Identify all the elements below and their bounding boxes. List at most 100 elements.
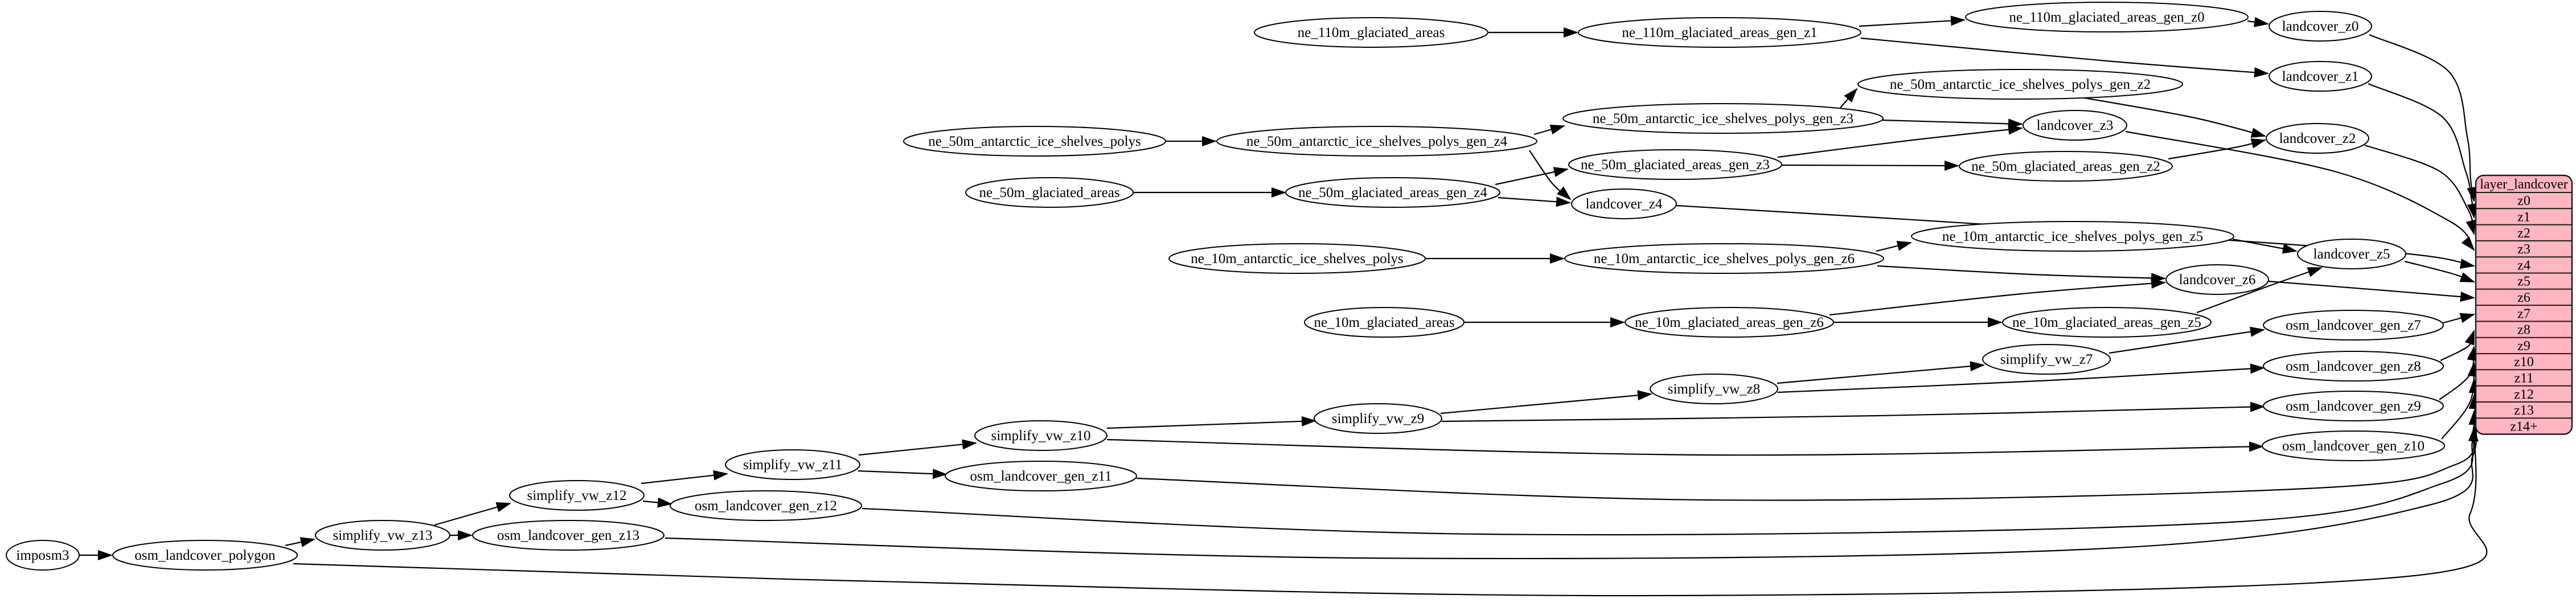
- edge-simplify_vw_z8-to-osm_landcover_gen_z8: [1777, 363, 2265, 393]
- node-ne_110m_glaciated_areas: ne_110m_glaciated_areas: [1254, 17, 1488, 48]
- edge-simplify_vw_z7-to-osm_landcover_gen_z7: [2109, 326, 2265, 354]
- node-label-simplify_vw_z12: simplify_vw_z12: [527, 488, 627, 503]
- node-label-ne_50m_glaciated_areas: ne_50m_glaciated_areas: [979, 185, 1119, 200]
- node-ellipse-ne_50m_glaciated_areas: [965, 177, 1134, 208]
- edge-ne_110m_glaciated_areas_gen_z0-to-landcover_z0: [2247, 17, 2269, 27]
- node-ne_50m_antarctic_ice_shelves_polys_gen_z2: ne_50m_antarctic_ice_shelves_polys_gen_z…: [1857, 69, 2183, 100]
- edge-ne_50m_antarctic_ice_shelves_polys_gen_z4-to-landcover_z4: [1529, 150, 1572, 200]
- node-ellipse-ne_10m_glaciated_areas_gen_z6: [1625, 307, 1834, 338]
- node-label-ne_10m_antarctic_ice_shelves_polys_gen_z5: ne_10m_antarctic_ice_shelves_polys_gen_z…: [1942, 229, 2203, 244]
- node-ellipse-landcover_z0: [2269, 11, 2372, 42]
- node-ellipse-ne_50m_glaciated_areas_gen_z4: [1285, 177, 1500, 208]
- node-osm_landcover_gen_z11: osm_landcover_gen_z11: [945, 461, 1137, 491]
- table-row-z0: z0: [2517, 194, 2530, 208]
- edge-ne_10m_antarctic_ice_shelves_polys_gen_z6-to-landcover_z6: [1877, 265, 2166, 284]
- node-simplify_vw_z13: simplify_vw_z13: [315, 520, 450, 551]
- node-ellipse-ne_110m_glaciated_areas: [1254, 17, 1488, 48]
- edge-ne_50m_antarctic_ice_shelves_polys_gen_z4-to-ne_50m_antarctic_ice_shelves_polys_gen_z3: [1533, 124, 1565, 136]
- edge-landcover_z3-to-layer_landcover.z3: [2125, 130, 2475, 251]
- node-ellipse-simplify_vw_z12: [509, 480, 645, 511]
- node-simplify_vw_z8: simplify_vw_z8: [1650, 374, 1778, 404]
- node-label-landcover_z0: landcover_z0: [2282, 19, 2359, 34]
- edge-osm_landcover_gen_z13-to-layer_landcover.z13: [664, 410, 2479, 559]
- node-simplify_vw_z7: simplify_vw_z7: [1982, 344, 2111, 375]
- node-landcover_z5: landcover_z5: [2297, 239, 2406, 269]
- edge-osm_landcover_gen_z9-to-layer_landcover.z9: [2439, 346, 2477, 400]
- node-label-ne_50m_glaciated_areas_gen_z3: ne_50m_glaciated_areas_gen_z3: [1581, 157, 1770, 173]
- edge-landcover_z5-to-layer_landcover.z5: [2404, 260, 2475, 283]
- node-ellipse-landcover_z6: [2165, 264, 2269, 295]
- node-ne_10m_glaciated_areas_gen_z5: ne_10m_glaciated_areas_gen_z5: [2002, 307, 2212, 338]
- node-label-landcover_z3: landcover_z3: [2037, 118, 2114, 133]
- node-ellipse-osm_landcover_gen_z7: [2263, 310, 2444, 341]
- node-ellipse-osm_landcover_gen_z11: [945, 461, 1137, 491]
- edge-ne_50m_glaciated_areas_gen_z3-to-ne_50m_glaciated_areas_gen_z2: [1781, 160, 1959, 171]
- table-layer: layer_landcoverz0z1z2z3z4z5z6z7z8z9z10z1…: [2475, 174, 2573, 435]
- node-ellipse-simplify_vw_z8: [1650, 374, 1778, 404]
- edge-landcover_z0-to-layer_landcover.z0: [2369, 34, 2477, 202]
- edge-simplify_vw_z11-to-simplify_vw_z10: [858, 439, 977, 456]
- edge-ne_50m_antarctic_ice_shelves_polys_gen_z2-to-landcover_z2: [2081, 96, 2266, 138]
- node-label-osm_landcover_gen_z11: osm_landcover_gen_z11: [970, 469, 1112, 484]
- table-row-z8: z8: [2517, 323, 2530, 338]
- node-ellipse-osm_landcover_polygon: [112, 540, 298, 571]
- node-ellipse-ne_110m_glaciated_areas_gen_z0: [1965, 2, 2249, 32]
- edge-osm_landcover_polygon-to-layer_landcover.z14+: [293, 427, 2488, 597]
- node-ellipse-osm_landcover_gen_z10: [2262, 430, 2445, 461]
- edge-ne_50m_antarctic_ice_shelves_polys_gen_z3-to-landcover_z3: [1882, 118, 2023, 129]
- node-ne_50m_glaciated_areas_gen_z4: ne_50m_glaciated_areas_gen_z4: [1285, 177, 1500, 208]
- edge-landcover_z1-to-layer_landcover.z1: [2368, 83, 2477, 219]
- node-landcover_z3: landcover_z3: [2023, 110, 2127, 141]
- node-simplify_vw_z11: simplify_vw_z11: [725, 449, 860, 480]
- node-osm_landcover_gen_z13: osm_landcover_gen_z13: [472, 520, 664, 551]
- node-landcover_z4: landcover_z4: [1571, 188, 1677, 219]
- table-row-z11: z11: [2515, 371, 2534, 386]
- edge-simplify_vw_z12-to-osm_landcover_gen_z12: [642, 497, 672, 508]
- node-ellipse-landcover_z5: [2297, 239, 2406, 269]
- node-osm_landcover_polygon: osm_landcover_polygon: [112, 540, 298, 571]
- table-row-z3: z3: [2517, 242, 2530, 257]
- node-simplify_vw_z10: simplify_vw_z10: [974, 420, 1107, 451]
- node-label-ne_10m_glaciated_areas_gen_z5: ne_10m_glaciated_areas_gen_z5: [2012, 315, 2201, 330]
- table-row-z6: z6: [2517, 290, 2530, 305]
- edge-simplify_vw_z9-to-osm_landcover_gen_z9: [1441, 401, 2265, 423]
- node-label-ne_110m_glaciated_areas: ne_110m_glaciated_areas: [1298, 25, 1445, 40]
- table-row-z7: z7: [2517, 306, 2530, 321]
- table-row-z1: z1: [2517, 210, 2530, 224]
- node-ellipse-imposm3: [6, 540, 80, 571]
- node-osm_landcover_gen_z10: osm_landcover_gen_z10: [2262, 430, 2445, 461]
- node-ellipse-ne_10m_antarctic_ice_shelves_polys: [1168, 243, 1426, 274]
- table-row-z10: z10: [2514, 355, 2534, 370]
- node-label-ne_10m_antarctic_ice_shelves_polys_gen_z6: ne_10m_antarctic_ice_shelves_polys_gen_z…: [1594, 251, 1855, 266]
- edge-simplify_vw_z9-to-simplify_vw_z8: [1440, 390, 1652, 415]
- node-ellipse-ne_10m_glaciated_areas: [1304, 307, 1465, 338]
- edges-layer: [79, 15, 2488, 597]
- node-label-simplify_vw_z13: simplify_vw_z13: [333, 528, 433, 543]
- node-ellipse-simplify_vw_z7: [1982, 344, 2111, 375]
- node-ellipse-landcover_z3: [2023, 110, 2127, 141]
- node-label-simplify_vw_z11: simplify_vw_z11: [743, 457, 842, 473]
- node-label-ne_50m_antarctic_ice_shelves_polys_gen_z4: ne_50m_antarctic_ice_shelves_polys_gen_z…: [1246, 134, 1508, 149]
- node-label-ne_10m_glaciated_areas_gen_z6: ne_10m_glaciated_areas_gen_z6: [1635, 315, 1824, 330]
- node-simplify_vw_z9: simplify_vw_z9: [1314, 403, 1442, 434]
- node-ellipse-landcover_z1: [2269, 61, 2372, 92]
- node-ne_110m_glaciated_areas_gen_z0: ne_110m_glaciated_areas_gen_z0: [1965, 2, 2249, 32]
- node-osm_landcover_gen_z12: osm_landcover_gen_z12: [670, 490, 862, 521]
- node-label-osm_landcover_gen_z8: osm_landcover_gen_z8: [2286, 359, 2421, 374]
- node-label-landcover_z2: landcover_z2: [2279, 131, 2356, 146]
- node-ellipse-ne_50m_glaciated_areas_gen_z2: [1959, 151, 2173, 182]
- node-ne_10m_antarctic_ice_shelves_polys_gen_z5: ne_10m_antarctic_ice_shelves_polys_gen_z…: [1911, 221, 2234, 252]
- node-label-osm_landcover_gen_z7: osm_landcover_gen_z7: [2286, 318, 2421, 333]
- node-ellipse-ne_10m_antarctic_ice_shelves_polys_gen_z5: [1911, 221, 2234, 252]
- node-imposm3: imposm3: [6, 540, 80, 571]
- node-ne_50m_antarctic_ice_shelves_polys: ne_50m_antarctic_ice_shelves_polys: [903, 126, 1166, 157]
- edge-ne_50m_antarctic_ice_shelves_polys_gen_z3-to-ne_50m_antarctic_ice_shelves_polys_gen_z2: [1840, 88, 1858, 108]
- table-row-z2: z2: [2517, 226, 2530, 241]
- node-label-osm_landcover_gen_z10: osm_landcover_gen_z10: [2282, 438, 2425, 454]
- edge-simplify_vw_z10-to-simplify_vw_z9: [1106, 416, 1316, 429]
- edge-ne_10m_antarctic_ice_shelves_polys_gen_z6-to-ne_10m_antarctic_ice_shelves_polys_gen_z5: [1876, 240, 1912, 252]
- node-ellipse-osm_landcover_gen_z13: [472, 520, 664, 551]
- edge-ne_50m_glaciated_areas_gen_z4-to-ne_50m_glaciated_areas_gen_z3: [1495, 167, 1569, 186]
